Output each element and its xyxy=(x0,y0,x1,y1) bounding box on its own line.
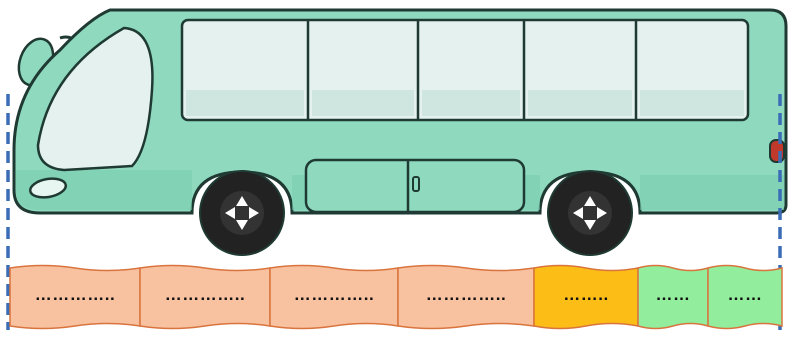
rear-wheel xyxy=(548,171,632,255)
bar-segment-label: …….. xyxy=(534,285,638,305)
bar-segment-label: ………….. xyxy=(140,285,270,305)
bus-door xyxy=(306,160,524,212)
bar-segment-label: ………….. xyxy=(270,285,398,305)
bar-segment-label: ………….. xyxy=(398,285,534,305)
front-wheel xyxy=(200,171,284,255)
windshield xyxy=(38,28,152,170)
window-shade xyxy=(186,90,744,116)
bar-segment-label: …… xyxy=(708,285,782,305)
bar-segment-label: ………….. xyxy=(10,285,140,305)
bar-segment-label: …… xyxy=(638,285,708,305)
taillight xyxy=(770,140,784,162)
